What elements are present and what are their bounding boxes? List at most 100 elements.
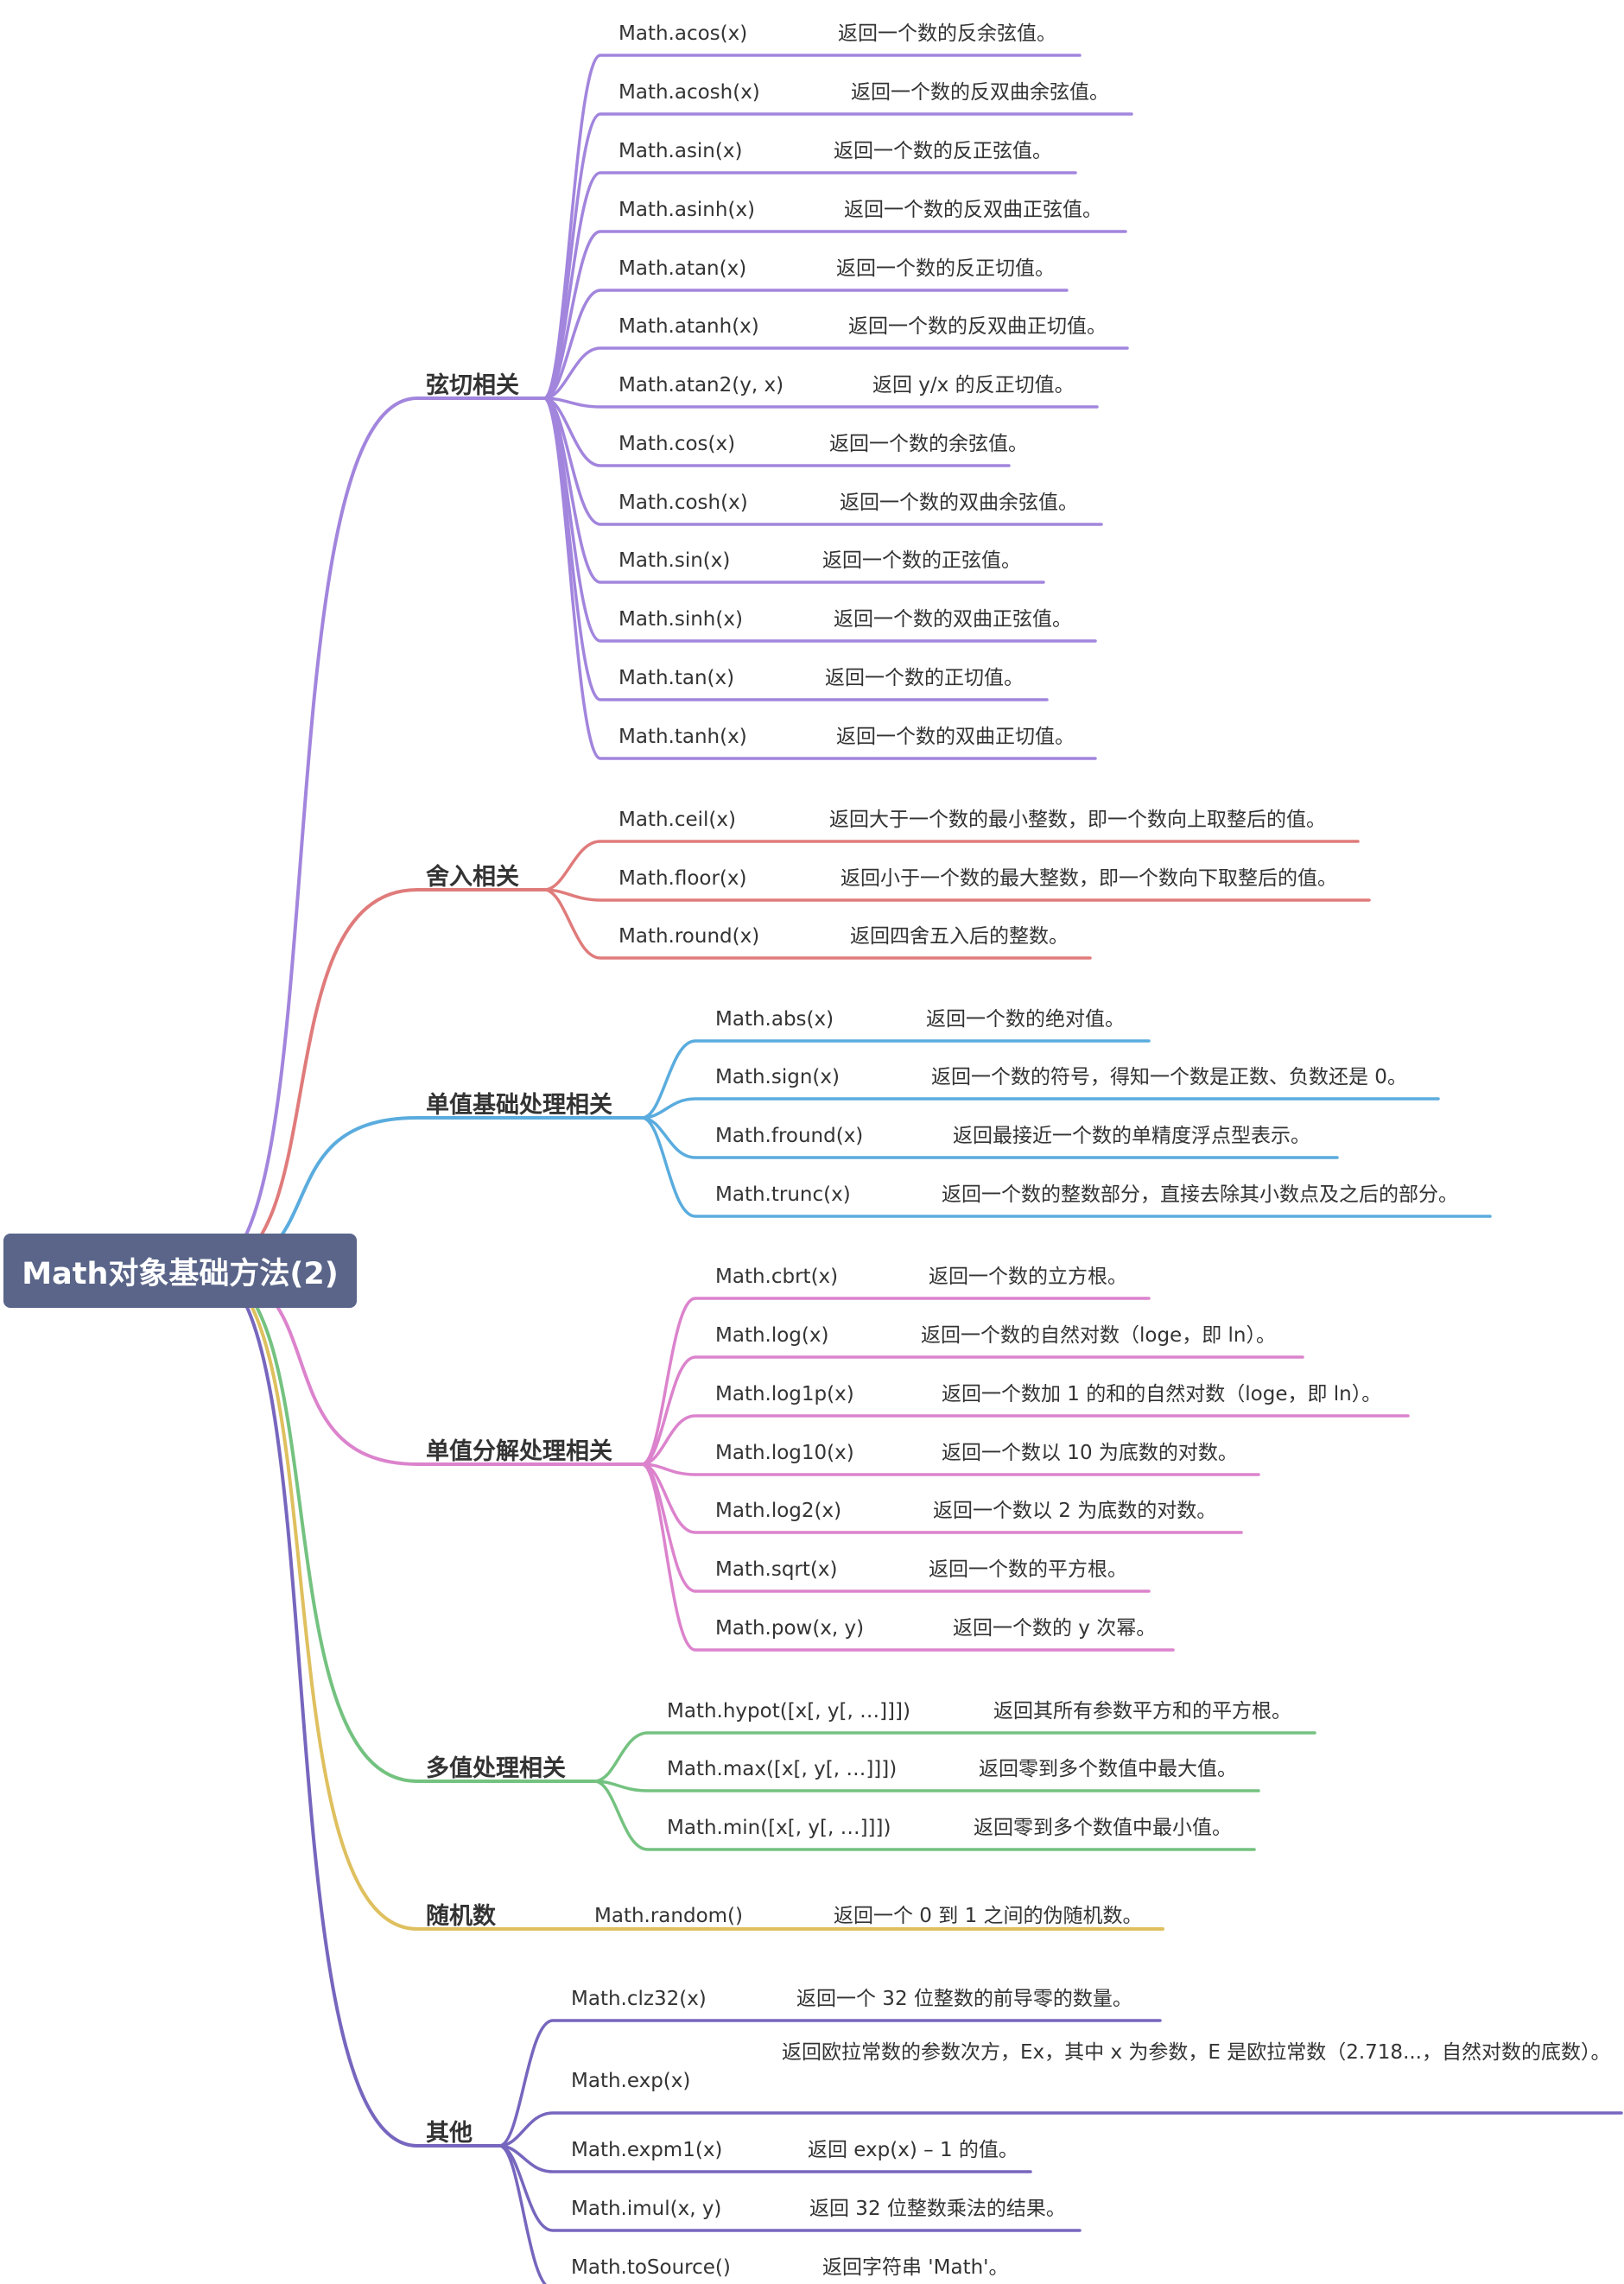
root-label: Math对象基础方法(2) <box>22 1256 339 1291</box>
item-connector <box>640 1116 1492 1218</box>
method-description: 返回一个 0 到 1 之间的伪随机数。 <box>834 1905 1143 1927</box>
group-label-multi[interactable]: 多值处理相关 <box>426 1755 566 1782</box>
group-label-random[interactable]: 随机数 <box>426 1903 496 1930</box>
method-name[interactable]: Math.round(x) <box>619 925 760 948</box>
method-name[interactable]: Math.tanh(x) <box>619 726 747 748</box>
method-description: 返回一个数的余弦值。 <box>829 433 1028 455</box>
method-description: 返回一个数的正切值。 <box>825 667 1024 689</box>
item-connector <box>542 888 1371 902</box>
method-description: 返回一个 32 位整数的前导零的数量。 <box>796 1988 1132 2010</box>
method-description: 返回小于一个数的最大整数，即一个数向下取整后的值。 <box>841 867 1337 890</box>
method-description: 返回一个数以 2 为底数的对数。 <box>933 1500 1217 1522</box>
method-name[interactable]: Math.log2(x) <box>715 1500 842 1522</box>
method-name[interactable]: Math.acosh(x) <box>619 81 760 104</box>
item-connector <box>593 1780 1256 1851</box>
method-name[interactable]: Math.max([x[, y[, …]]]) <box>667 1758 898 1780</box>
item-connector <box>593 1780 1260 1792</box>
item-connector <box>640 1355 1304 1466</box>
item-connector <box>542 397 1097 760</box>
item-connector <box>542 888 1092 960</box>
method-name[interactable]: Math.acos(x) <box>619 22 748 45</box>
method-description: 返回一个数的绝对值。 <box>926 1008 1125 1031</box>
method-name[interactable]: Math.exp(x) <box>571 2070 691 2092</box>
item-connector <box>498 2144 1032 2173</box>
item-connector <box>498 2111 1623 2148</box>
item-connector <box>640 1097 1440 1120</box>
method-name[interactable]: Math.sinh(x) <box>619 608 743 631</box>
item-connector <box>542 289 1069 400</box>
method-name[interactable]: Math.asin(x) <box>619 140 743 162</box>
method-name[interactable]: Math.atanh(x) <box>619 315 759 338</box>
item-connector <box>640 1039 1151 1120</box>
method-description: 返回一个数的自然对数（loge，即 ln）。 <box>921 1324 1276 1347</box>
method-name[interactable]: Math.trunc(x) <box>715 1183 851 1206</box>
method-name[interactable]: Math.cosh(x) <box>619 492 748 514</box>
item-connector <box>640 1462 1175 1652</box>
item-connector <box>498 2144 548 2284</box>
method-name[interactable]: Math.floor(x) <box>619 867 747 890</box>
item-connector <box>498 2019 1162 2148</box>
method-name[interactable]: Math.toSource() <box>571 2256 731 2279</box>
group-label-single[interactable]: 单值基础处理相关 <box>426 1092 612 1119</box>
group-label-decomp[interactable]: 单值分解处理相关 <box>426 1438 612 1465</box>
method-name[interactable]: Math.min([x[, y[, …]]]) <box>667 1817 891 1839</box>
method-description: 返回四舍五入后的整数。 <box>850 925 1069 948</box>
method-description: 返回字符串 'Math'。 <box>822 2256 1009 2279</box>
item-connector <box>542 230 1127 400</box>
item-connector <box>640 1116 1339 1159</box>
method-name[interactable]: Math.abs(x) <box>715 1008 834 1031</box>
method-description: 返回一个数的反双曲正切值。 <box>848 315 1107 338</box>
method-description: 返回 y/x 的反正切值。 <box>872 374 1075 397</box>
group-label-other[interactable]: 其他 <box>426 2120 473 2147</box>
method-name[interactable]: Math.sign(x) <box>715 1066 840 1088</box>
method-name[interactable]: Math.pow(x, y) <box>715 1617 865 1640</box>
method-description: 返回其所有参数平方和的平方根。 <box>993 1700 1291 1723</box>
method-name[interactable]: Math.cos(x) <box>619 433 736 455</box>
method-description: 返回一个数的反双曲余弦值。 <box>851 81 1109 104</box>
item-connector <box>542 346 1129 400</box>
method-description: 返回一个数的反余弦值。 <box>838 22 1056 45</box>
group-label-trig[interactable]: 弦切相关 <box>426 372 519 399</box>
method-name[interactable]: Math.asinh(x) <box>619 199 756 221</box>
item-connector <box>593 1731 1316 1783</box>
method-name[interactable]: Math.log(x) <box>715 1324 829 1347</box>
method-name[interactable]: Math.sin(x) <box>619 549 731 572</box>
method-description: 返回一个数的 y 次幂。 <box>953 1617 1157 1640</box>
group-label-round[interactable]: 舍入相关 <box>426 864 519 891</box>
method-description: 返回零到多个数值中最小值。 <box>974 1817 1232 1839</box>
method-name[interactable]: Math.ceil(x) <box>619 809 736 831</box>
method-description: 返回一个数的反正弦值。 <box>834 140 1052 162</box>
method-description: 返回 exp(x) – 1 的值。 <box>808 2139 1018 2161</box>
method-name[interactable]: Math.hypot([x[, y[, …]]]) <box>667 1700 910 1723</box>
method-description: 返回一个数加 1 的和的自然对数（loge，即 ln）。 <box>942 1383 1382 1405</box>
root-node[interactable]: Math对象基础方法(2) <box>3 1234 357 1308</box>
method-description: 返回一个数的反正切值。 <box>836 257 1055 280</box>
method-name[interactable]: Math.cbrt(x) <box>715 1266 839 1288</box>
method-description: 返回一个数的立方根。 <box>929 1266 1127 1288</box>
method-name[interactable]: Math.tan(x) <box>619 667 735 689</box>
method-name[interactable]: Math.random() <box>594 1905 743 1927</box>
method-description: 返回一个数的双曲余弦值。 <box>840 492 1078 514</box>
method-name[interactable]: Math.imul(x, y) <box>571 2198 722 2220</box>
method-name[interactable]: Math.atan2(y, x) <box>619 374 784 397</box>
group-connector-other <box>206 1268 419 2148</box>
method-name[interactable]: Math.clz32(x) <box>571 1988 707 2010</box>
method-name[interactable]: Math.expm1(x) <box>571 2139 723 2161</box>
method-description: 返回 32 位整数乘法的结果。 <box>809 2198 1066 2220</box>
method-name[interactable]: Math.fround(x) <box>715 1125 864 1147</box>
method-description: 返回一个数的平方根。 <box>929 1558 1127 1581</box>
method-description: 返回一个数的整数部分，直接去除其小数点及之后的部分。 <box>942 1183 1458 1206</box>
item-connector <box>542 397 1099 409</box>
method-name[interactable]: Math.sqrt(x) <box>715 1558 838 1581</box>
method-name[interactable]: Math.log1p(x) <box>715 1383 854 1405</box>
item-connector <box>640 1297 1151 1466</box>
method-name[interactable]: Math.atan(x) <box>619 257 747 280</box>
group-connector-trig <box>206 397 419 1272</box>
method-description: 返回零到多个数值中最大值。 <box>979 1758 1237 1780</box>
method-name[interactable]: Math.log10(x) <box>715 1442 854 1464</box>
method-description: 返回一个数的反双曲正弦值。 <box>844 199 1102 221</box>
method-description: 返回大于一个数的最小整数，即一个数向上取整后的值。 <box>829 809 1326 831</box>
method-description: 返回欧拉常数的参数次方，Ex，其中 x 为参数，E 是欧拉常数（2.718...… <box>782 2041 1611 2064</box>
